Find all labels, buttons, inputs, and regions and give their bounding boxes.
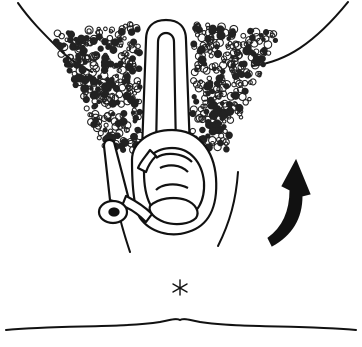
hair-curl	[220, 112, 227, 119]
hair-curl	[98, 131, 103, 136]
hair-curl	[87, 29, 91, 33]
hair-curl	[121, 111, 127, 117]
hair-curl	[232, 92, 239, 99]
hair-curl	[221, 69, 225, 73]
hair-curl	[239, 116, 242, 119]
hair-curl	[200, 127, 205, 132]
buttock-curve	[6, 319, 356, 330]
hair-curl	[103, 128, 107, 132]
hair-curl	[136, 50, 142, 56]
hair-curl	[224, 147, 229, 152]
right-thigh-line	[218, 172, 238, 246]
hair-curl	[131, 39, 137, 45]
hair-curl	[87, 75, 92, 80]
hair-curl	[273, 38, 277, 42]
hair-curl	[206, 120, 211, 125]
hair-curl	[116, 91, 123, 98]
hair-curl	[193, 25, 199, 31]
hair-curl	[98, 81, 102, 85]
hair-curl	[108, 61, 114, 67]
hair-curl	[68, 31, 75, 38]
hair-curl	[209, 54, 213, 58]
hair-curl	[101, 67, 107, 73]
hair-curl	[206, 91, 210, 95]
hair-curl	[76, 54, 80, 58]
hair-curl	[136, 44, 140, 48]
hair-curl	[118, 63, 122, 67]
hair-curl	[133, 119, 137, 123]
hair-curl	[126, 63, 133, 70]
hair-curl	[135, 128, 139, 132]
hair-curl	[248, 29, 253, 34]
hair-curl	[131, 111, 135, 115]
hair-curl	[208, 97, 214, 103]
buttock-contour	[6, 319, 356, 330]
hair-curl	[91, 79, 97, 85]
hair-curl	[190, 128, 195, 133]
anus-asterisk	[173, 280, 187, 295]
hair-curl	[217, 26, 224, 33]
hair-curl	[65, 38, 69, 42]
hair-curl	[207, 76, 211, 80]
hair-curl	[67, 68, 72, 73]
hair-curl	[118, 28, 125, 35]
hair-curl	[105, 92, 109, 96]
hair-curl	[133, 91, 137, 95]
hair-curl	[242, 88, 248, 94]
hair-curl	[209, 137, 216, 144]
hair-curl	[97, 136, 101, 140]
hair-curl	[137, 109, 142, 114]
hair-curl	[123, 37, 126, 40]
hair-curl	[126, 128, 129, 131]
lever-ring-hole	[110, 209, 119, 216]
hair-curl	[218, 122, 221, 125]
hair-curl	[209, 25, 216, 32]
hair-curl	[121, 147, 126, 152]
hair-curl	[253, 55, 259, 61]
hair-curl	[223, 129, 227, 133]
hair-curl	[98, 75, 102, 79]
hair-curl	[222, 125, 226, 129]
hair-curl	[119, 39, 122, 42]
hair-curl	[245, 45, 251, 51]
hair-curl	[98, 46, 103, 51]
hair-curl	[248, 97, 251, 100]
hair-curl	[241, 33, 246, 38]
hair-curl	[209, 128, 216, 135]
hair-curl	[192, 95, 196, 99]
hair-curl	[223, 120, 226, 123]
hair-curl	[243, 100, 248, 105]
hair-curl	[136, 66, 142, 72]
hair-curl	[79, 66, 86, 73]
hair-curl	[194, 99, 199, 104]
hair-curl	[104, 27, 108, 31]
hair-curl	[84, 106, 89, 111]
hair-curl	[54, 30, 61, 37]
hair-curl	[208, 81, 211, 84]
hair-curl	[208, 103, 214, 109]
rotation-arrow	[268, 160, 310, 246]
hair-curl	[241, 61, 247, 67]
hair-curl	[93, 118, 98, 123]
hair-curl	[237, 69, 242, 74]
arrow-body	[268, 160, 310, 246]
hair-curl	[137, 81, 140, 84]
hair-curl	[104, 123, 108, 127]
